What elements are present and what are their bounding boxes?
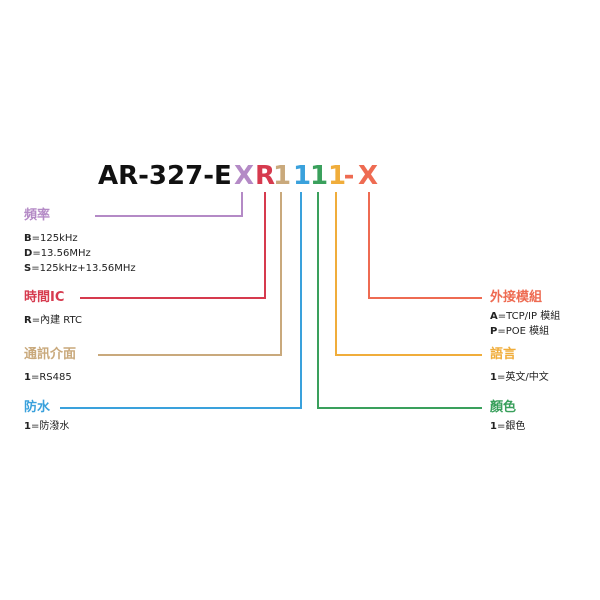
- option-key: 1: [24, 372, 31, 383]
- option-value: =內建 RTC: [31, 315, 82, 326]
- option-value: =TCP/IP 模組: [497, 311, 561, 322]
- connector-external: [368, 192, 482, 299]
- option-key: P: [490, 326, 498, 337]
- code-char-interface: 1: [273, 161, 292, 191]
- option-value: =125kHz+13.56MHz: [31, 263, 136, 274]
- connector-rtc: [80, 192, 266, 299]
- code-char-rtc: R: [255, 161, 276, 191]
- code-char-external: X: [358, 161, 379, 191]
- desc-rtc: R=內建 RTC: [24, 313, 82, 328]
- connector-waterproof: [60, 192, 302, 409]
- desc-color: 1=銀色: [490, 419, 525, 434]
- option-interface-1: 1=RS485: [24, 370, 72, 385]
- option-value: =13.56MHz: [32, 248, 91, 259]
- label-color: 顏色: [490, 400, 517, 415]
- connector-interface: [98, 192, 282, 356]
- option-external-p: P=POE 模組: [490, 324, 560, 339]
- option-value: =125kHz: [31, 233, 78, 244]
- option-color-1: 1=銀色: [490, 419, 525, 434]
- desc-interface: 1=RS485: [24, 370, 72, 385]
- option-value: =POE 模組: [497, 326, 550, 337]
- option-rtc-r: R=內建 RTC: [24, 313, 82, 328]
- desc-external: A=TCP/IP 模組 P=POE 模組: [490, 309, 560, 339]
- option-freq-b: B=125kHz: [24, 231, 136, 246]
- label-rtc: 時間IC: [24, 290, 65, 305]
- option-key: 1: [490, 372, 497, 383]
- code-char-freq: X: [234, 161, 255, 191]
- code-char-dash: -: [343, 161, 355, 191]
- option-freq-d: D=13.56MHz: [24, 246, 136, 261]
- option-language-1: 1=英文/中文: [490, 370, 549, 385]
- option-key: A: [490, 311, 498, 322]
- option-external-a: A=TCP/IP 模組: [490, 309, 560, 324]
- desc-language: 1=英文/中文: [490, 370, 549, 385]
- desc-waterproof: 1=防潑水: [24, 419, 69, 434]
- label-language: 語言: [490, 347, 517, 362]
- option-waterproof-1: 1=防潑水: [24, 419, 69, 434]
- connector-language: [335, 192, 482, 356]
- option-value: =英文/中文: [496, 372, 549, 383]
- option-freq-s: S=125kHz+13.56MHz: [24, 261, 136, 276]
- option-key: B: [24, 233, 32, 244]
- option-key: R: [24, 315, 32, 326]
- desc-freq: B=125kHz D=13.56MHz S=125kHz+13.56MHz: [24, 231, 136, 276]
- connector-freq: [95, 192, 243, 217]
- option-key: D: [24, 248, 33, 259]
- code-char-language: 1: [328, 161, 347, 191]
- label-external: 外接模組: [490, 290, 543, 305]
- model-prefix: AR-327-E: [98, 161, 232, 191]
- option-key: 1: [490, 421, 497, 432]
- option-value: =防潑水: [30, 421, 70, 432]
- option-value: =銀色: [496, 421, 526, 432]
- connector-color: [317, 192, 482, 409]
- label-waterproof: 防水: [24, 400, 51, 415]
- label-freq: 頻率: [24, 208, 51, 223]
- option-key: 1: [24, 421, 31, 432]
- option-key: S: [24, 263, 32, 274]
- option-value: =RS485: [30, 372, 72, 383]
- code-char-waterproof: 1: [293, 161, 312, 191]
- label-interface: 通訊介面: [24, 347, 77, 362]
- code-char-color: 1: [310, 161, 329, 191]
